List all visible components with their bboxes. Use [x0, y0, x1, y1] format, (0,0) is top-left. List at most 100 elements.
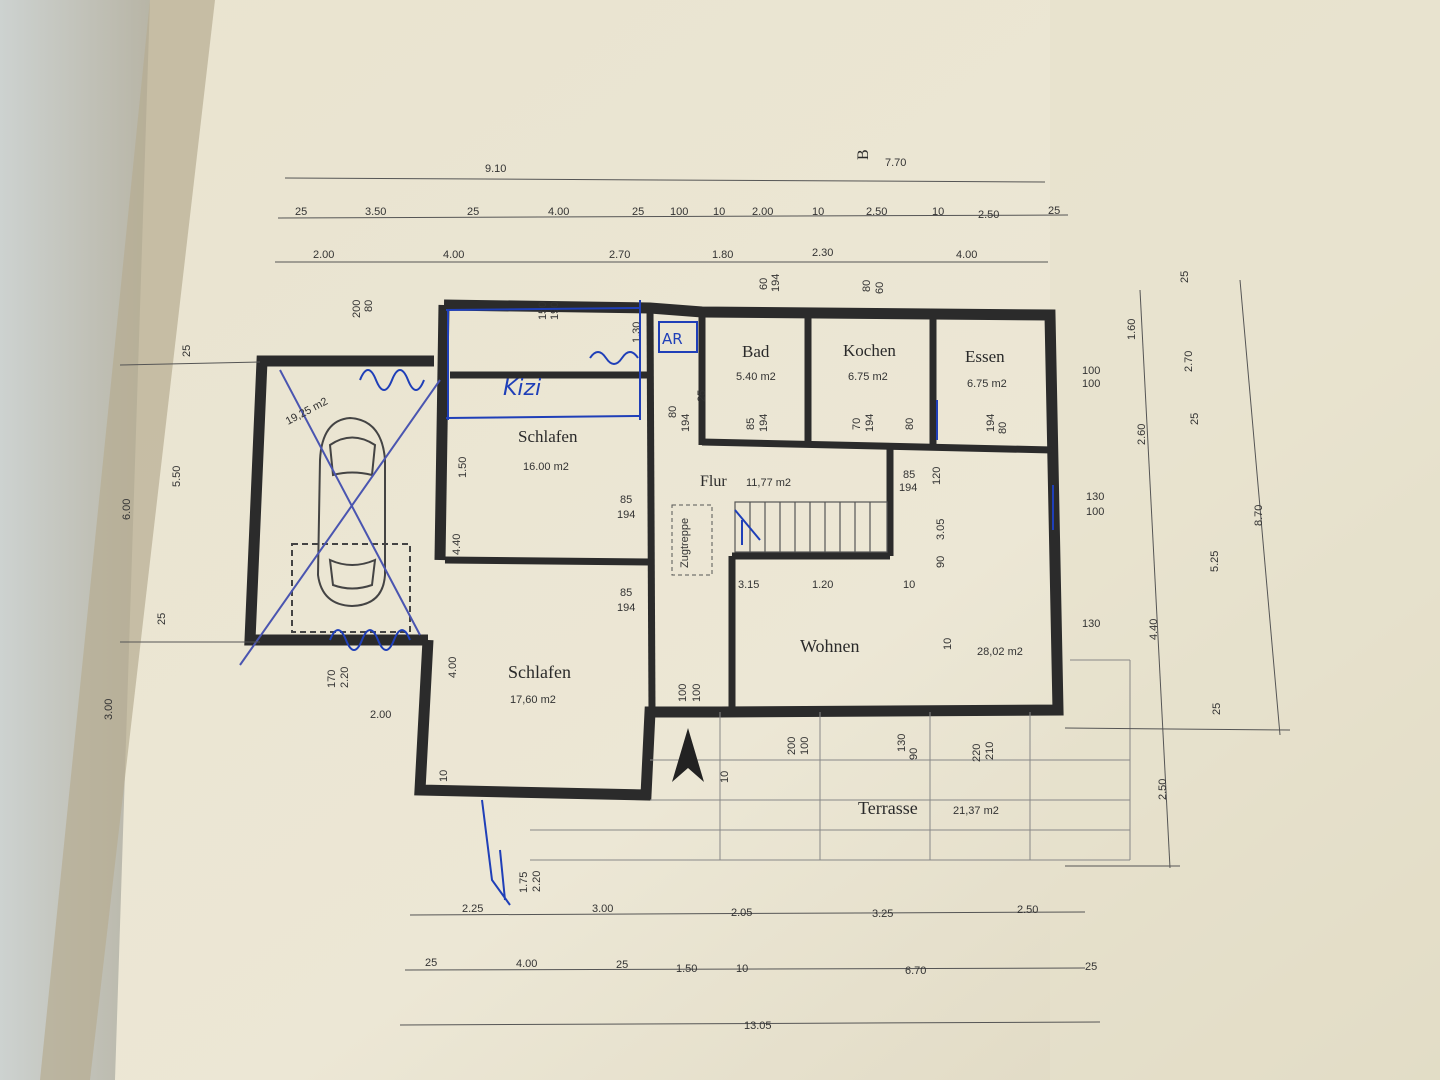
dim-left: 80 — [363, 300, 375, 312]
dim-left: 25 — [181, 345, 193, 357]
opening-label: 70 — [851, 418, 863, 430]
opening-label: 130 — [1086, 491, 1104, 503]
dim-top-row2: 2.50 — [978, 209, 999, 221]
walls — [244, 299, 1064, 801]
room-area-wohnen: 28,02 m2 — [977, 646, 1023, 658]
dim-top-total-2: 7.70 — [885, 157, 906, 169]
room-name-wohnen: Wohnen — [800, 636, 860, 656]
opening-label: 4.00 — [447, 657, 459, 678]
opening-label: 80 — [997, 422, 1009, 434]
dim-bottom-total: 13.05 — [744, 1020, 772, 1032]
opening-label: 194 — [864, 414, 876, 432]
room-name-flur: Flur — [700, 473, 727, 490]
dim-top-row2: 3.50 — [365, 206, 386, 218]
dim-top-row3: 2.70 — [609, 249, 630, 261]
dim-top-total-1: 9.10 — [485, 163, 506, 175]
dim-right: 8.70 — [1253, 505, 1265, 526]
dim-top-row3: 1.80 — [712, 249, 733, 261]
book-gutter — [40, 0, 215, 1080]
dim-right: 2.70 — [1183, 351, 1195, 372]
opening-label: 3.05 — [935, 519, 947, 540]
dim-bottom-row2: 6.70 — [905, 965, 926, 977]
dim-bottom-row2: 25 — [425, 957, 437, 969]
room-name-schlafen1: Schlafen — [518, 427, 578, 446]
room-name-kochen: Kochen — [843, 341, 896, 360]
opening-label: 1.20 — [812, 579, 833, 591]
opening-label: 1.30 — [631, 322, 643, 343]
opening-label: 90 — [908, 748, 920, 760]
opening-label: 4.40 — [451, 534, 463, 555]
opening-label: 2.20 — [531, 871, 543, 892]
opening-label: 194 — [617, 509, 635, 521]
dim-left: 3.00 — [103, 699, 115, 720]
opening-label: 85 — [903, 469, 915, 481]
opening-label: 100 — [1082, 365, 1100, 377]
dim-top-row3: 2.30 — [812, 247, 833, 259]
opening-label: 100 — [799, 737, 811, 755]
dim-top-row2: 2.00 — [752, 206, 773, 218]
dim-bottom-row2: 10 — [736, 963, 748, 975]
opening-label: 2.20 — [339, 667, 351, 688]
dim-right: 5.25 — [1209, 551, 1221, 572]
dim-top-row2: 25 — [1048, 205, 1060, 217]
dim-bottom-row1: 2.25 — [462, 903, 483, 915]
kizi-annotation: Kizi — [503, 376, 541, 401]
opening-label: 60 — [874, 282, 886, 294]
terrace-grid — [530, 659, 1131, 861]
opening-label: 200 — [786, 737, 798, 755]
room-area-flur: 11,77 m2 — [746, 477, 791, 489]
dim-bottom-row1: 3.25 — [872, 908, 893, 920]
opening-label: 210 — [984, 742, 996, 760]
opening-label: 60 — [758, 278, 770, 290]
right-page-edge — [1050, 0, 1440, 1080]
opening-label: 10 — [719, 771, 731, 783]
opening-label: 220 — [971, 744, 983, 762]
dim-top-row2: 10 — [713, 206, 725, 218]
dim-top-row3: 4.00 — [443, 249, 464, 261]
opening-label: 150 — [537, 302, 549, 320]
opening-label: 194 — [617, 602, 635, 614]
dim-right: 25 — [1179, 271, 1191, 283]
room-name-bad: Bad — [742, 342, 770, 361]
room-area-essen: 6.75 m2 — [967, 378, 1007, 390]
zugtreppe-box — [671, 504, 713, 576]
opening-label: 80 — [667, 406, 679, 418]
opening-label: 90 — [935, 556, 947, 568]
dim-left: 200 — [351, 300, 363, 318]
room-area-schlafen1: 16.00 m2 — [523, 461, 569, 473]
dim-bottom-row2: 25 — [616, 959, 628, 971]
dim-right: 25 — [1189, 413, 1201, 425]
opening-label: 3.15 — [738, 579, 759, 591]
pen-annotations — [329, 300, 1054, 906]
entrance-arrow-icon — [672, 728, 704, 782]
opening-label: 80 — [861, 280, 873, 292]
room-area-schlafen2: 17,60 m2 — [510, 694, 556, 706]
opening-label: 80 — [904, 418, 916, 430]
dim-bottom-row2: 4.00 — [516, 958, 537, 970]
dim-top-row2: 25 — [467, 206, 479, 218]
opening-label: 100 — [1082, 378, 1100, 390]
opening-label: 10 — [903, 579, 915, 591]
opening-label: 194 — [758, 414, 770, 432]
dim-bottom-row2: 25 — [1085, 961, 1097, 973]
opening-label: 100 — [1086, 506, 1104, 518]
dim-top-row2: 4.00 — [548, 206, 569, 218]
dim-top-row3: 4.00 — [956, 249, 977, 261]
dim-right: 1.60 — [1126, 319, 1138, 340]
opening-label: 100 — [691, 684, 703, 702]
opening-label: 194 — [899, 482, 917, 494]
garage-cross-2 — [239, 379, 441, 666]
room-area-bad: 5.40 m2 — [736, 371, 776, 383]
dim-right: 25 — [1211, 703, 1223, 715]
opening-label: 85 — [745, 418, 757, 430]
dim-bottom-row1: 2.50 — [1017, 904, 1038, 916]
room-area-terrasse: 21,37 m2 — [953, 805, 999, 817]
dimension-lines — [119, 177, 1291, 1026]
ar-annotation: AR — [662, 330, 683, 348]
interior-walls — [444, 309, 1053, 713]
opening-label: 194 — [985, 414, 997, 432]
opening-label: 194 — [770, 274, 782, 292]
dim-right: 4.40 — [1148, 619, 1160, 640]
opening-label: 170 — [326, 670, 338, 688]
